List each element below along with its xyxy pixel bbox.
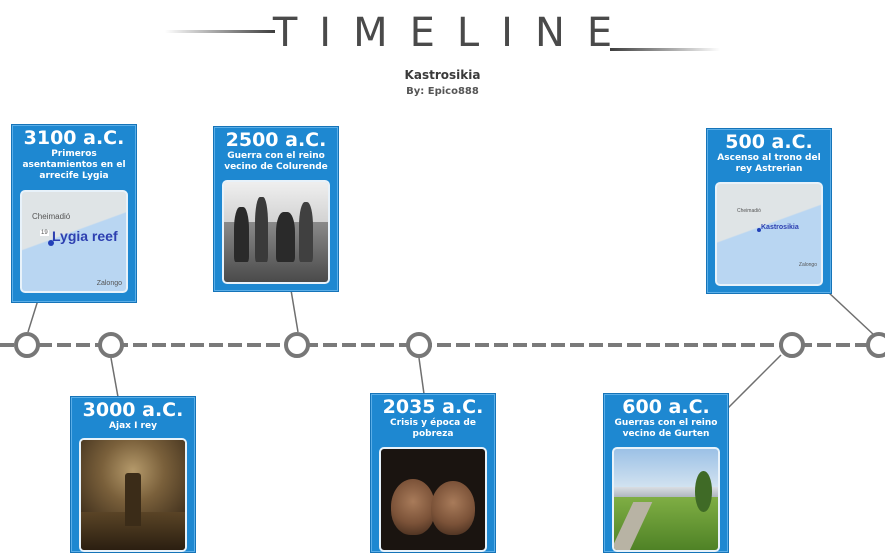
node-2035 [406, 332, 432, 358]
node-3000 [98, 332, 124, 358]
map-label-other: Zalongo [96, 280, 122, 287]
event-card-2500[interactable]: 2500 a.C. Guerra con el reino vecino de … [213, 126, 339, 292]
connector-500 [827, 291, 875, 336]
page-title: TIMELINE [272, 10, 635, 56]
map-label-reef: Lygia reef [52, 228, 118, 244]
event-card-3000[interactable]: 3000 a.C. Ajax I rey [70, 396, 196, 553]
event-year: 600 a.C. [622, 396, 710, 418]
node-500 [866, 332, 885, 358]
event-card-600[interactable]: 600 a.C. Guerras con el reino vecino de … [603, 393, 729, 553]
timeline-header: TIMELINE [0, 8, 885, 60]
map-label-a: Cheimadió [737, 208, 761, 214]
connector-3000 [110, 357, 119, 398]
event-description: Guerras con el reino vecino de Gurten [614, 418, 718, 439]
connector-2035 [418, 357, 425, 395]
title-decoration-right [610, 48, 720, 51]
map-pin-label: 19 [40, 230, 49, 236]
event-year: 2035 a.C. [382, 396, 484, 418]
event-description: Ascenso al trono del rey Astrerian [717, 153, 821, 174]
event-card-3100[interactable]: 3100 a.C. Primeros asentamientos en el a… [11, 124, 137, 303]
connector-3100 [27, 299, 39, 333]
node-600 [779, 332, 805, 358]
map-label-b: Zalongo [798, 262, 817, 268]
event-year: 2500 a.C. [225, 129, 327, 151]
throne-room-image [79, 438, 187, 552]
title-decoration-left [165, 30, 275, 33]
event-card-2035[interactable]: 2035 a.C. Crisis y época de pobreza [370, 393, 496, 553]
connector-2500 [290, 289, 299, 333]
event-description: Primeros asentamientos en el arrecife Ly… [22, 149, 126, 181]
map-kastrosikia-image: Cheimadió Kastrosikia Zalongo [715, 182, 823, 286]
map-pin-icon [757, 228, 761, 232]
node-3100 [14, 332, 40, 358]
event-card-500[interactable]: 500 a.C. Ascenso al trono del rey Astrer… [706, 128, 832, 294]
map-lygia-reef-image: Cheimadió 19 Lygia reef Zalongo [20, 190, 128, 293]
event-description: Guerra con el reino vecino de Colurende [224, 151, 328, 172]
event-year: 500 a.C. [725, 131, 813, 153]
cupped-hands-image [379, 447, 487, 552]
event-year: 3000 a.C. [82, 399, 184, 421]
project-name: Kastrosikia [404, 68, 481, 82]
event-year: 3100 a.C. [23, 127, 125, 149]
map-label-town: Cheimadió [32, 212, 71, 221]
battle-engraving-image [222, 180, 330, 284]
map-label-place: Kastrosikia [761, 224, 799, 231]
event-description: Ajax I rey [109, 421, 157, 431]
alpine-landscape-image [612, 447, 720, 552]
map-pin-icon [48, 240, 54, 246]
node-2500 [284, 332, 310, 358]
event-description: Crisis y época de pobreza [390, 418, 476, 439]
connector-600 [727, 354, 782, 409]
author-credit: By: Epico888 [406, 86, 479, 97]
